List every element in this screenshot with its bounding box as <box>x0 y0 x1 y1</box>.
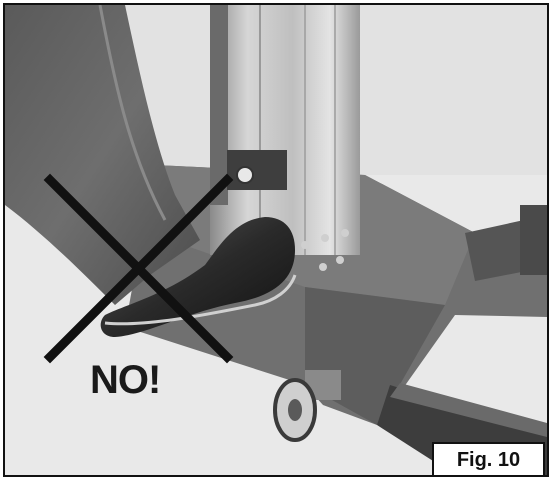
bracket-bolt <box>236 166 254 184</box>
cross-mark-icon <box>43 173 234 364</box>
warning-text: NO! <box>90 358 161 402</box>
bottom-arm-top <box>390 383 547 437</box>
figure-caption: Fig. 10 <box>432 442 545 475</box>
caster-wheel-icon <box>273 370 341 442</box>
column-back-rail <box>210 5 228 205</box>
right-arm-clamp <box>520 205 547 275</box>
shoe-icon <box>100 217 297 337</box>
figure-frame: NO! Fig. 10 <box>3 3 549 477</box>
lift-column <box>210 5 360 255</box>
photo-illustration <box>5 5 547 475</box>
trouser-leg <box>5 5 200 305</box>
bracket <box>227 150 287 190</box>
